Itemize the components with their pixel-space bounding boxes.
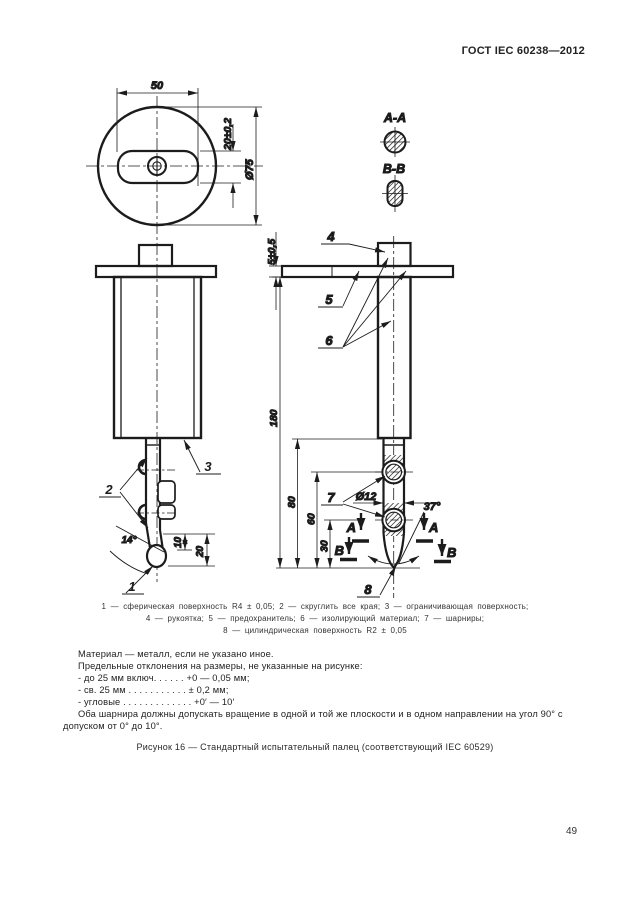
note-tolerance-2: - св. 25 мм . . . . . . . . . . . ± 0,2 … bbox=[78, 685, 229, 695]
finger-side bbox=[375, 438, 413, 570]
side-view: 37° Ø12 5±0,5 bbox=[266, 229, 457, 598]
note-tolerances-intro: Предельные отклонения на размеры, не ука… bbox=[78, 661, 363, 671]
front-view: 14° 10 20 1 2 3 bbox=[94, 96, 221, 595]
callout-6: 6 bbox=[325, 333, 333, 348]
note-hinges-1: Оба шарнира должны допускать вращение в … bbox=[78, 709, 563, 719]
dim-12: Ø12 bbox=[356, 491, 377, 503]
note-material: Материал — металл, если не указано иное. bbox=[78, 649, 274, 659]
dim-20-slot: 20±0,2 bbox=[222, 118, 234, 151]
legend-line-1: 1 — сферическая поверхность R4 ± 0,05; 2… bbox=[101, 602, 529, 611]
dim-50: 50 bbox=[151, 80, 164, 92]
handle-tab-front bbox=[137, 243, 174, 268]
dim-20-tip: 20 bbox=[195, 545, 206, 558]
dim-30: 30 bbox=[319, 540, 331, 552]
figure-16-drawing: 50 20±0,2 Ø75 A-A B-B bbox=[86, 80, 457, 598]
callout-3: 3 bbox=[204, 459, 212, 474]
angle-37: 37° bbox=[424, 501, 441, 513]
dim-75: Ø75 bbox=[244, 158, 256, 180]
handle-tab-side bbox=[376, 241, 412, 268]
vertical-dims-group bbox=[272, 276, 420, 569]
callout-1: 1 bbox=[128, 579, 135, 594]
section-aa-label: A-A bbox=[383, 111, 406, 125]
dim-60: 60 bbox=[306, 513, 318, 525]
handle-bar-side bbox=[376, 275, 412, 440]
legend-line-2: 4 — рукоятка; 5 — предохранитель; 6 — из… bbox=[145, 614, 485, 623]
top-view: 50 20±0,2 Ø75 bbox=[86, 80, 263, 227]
callout-4: 4 bbox=[326, 229, 335, 244]
notes-block: Материал — металл, если не указано иное.… bbox=[63, 648, 569, 732]
guard-plate-side bbox=[280, 264, 455, 279]
dim-50-group bbox=[116, 88, 199, 186]
callout-lines-123 bbox=[99, 439, 221, 595]
callout-lines-45678 bbox=[318, 243, 407, 598]
note-tolerance-3: - угловые . . . . . . . . . . . . . +0′ … bbox=[78, 697, 235, 707]
cut-letter-a-right: A bbox=[428, 520, 438, 535]
figure-caption: Рисунок 16 — Стандартный испытательный п… bbox=[136, 742, 494, 752]
legend-line-3: 8 — цилиндрическая поверхность R2 ± 0,05 bbox=[223, 626, 407, 635]
section-bb-label: B-B bbox=[383, 162, 405, 176]
dim-75-group bbox=[160, 106, 262, 226]
cut-letter-b-right: B bbox=[447, 545, 456, 560]
dim-10: 10 bbox=[173, 536, 184, 548]
dim-5: 5±0,5 bbox=[266, 239, 278, 265]
note-hinges-2: допуском от 0° до 10°. bbox=[63, 721, 163, 731]
angle-14: 14° bbox=[121, 535, 137, 546]
tip-dims-group bbox=[163, 533, 215, 567]
callout-8: 8 bbox=[364, 582, 372, 597]
doc-header: ГОСТ IEC 60238—2012 bbox=[461, 45, 585, 57]
callout-7: 7 bbox=[327, 490, 335, 505]
guard-plate-front bbox=[94, 264, 218, 279]
callout-5: 5 bbox=[325, 292, 333, 307]
dim-180: 180 bbox=[268, 409, 280, 427]
cut-letter-a-left: A bbox=[346, 520, 356, 535]
callout-2: 2 bbox=[104, 482, 113, 497]
dim-80: 80 bbox=[286, 496, 298, 508]
figure-legend: 1 — сферическая поверхность R4 ± 0,05; 2… bbox=[0, 601, 630, 637]
cut-letter-b-left: B bbox=[335, 543, 344, 558]
handle-cylinder bbox=[112, 275, 203, 440]
page-number: 49 bbox=[566, 826, 578, 837]
section-cut-marks bbox=[340, 513, 451, 564]
dim-20-slot-group bbox=[200, 124, 241, 208]
section-views: A-A B-B bbox=[380, 111, 410, 212]
handle-slot bbox=[116, 149, 200, 185]
note-tolerance-1: - до 25 мм включ. . . . . . +0 — 0,05 мм… bbox=[78, 673, 250, 683]
